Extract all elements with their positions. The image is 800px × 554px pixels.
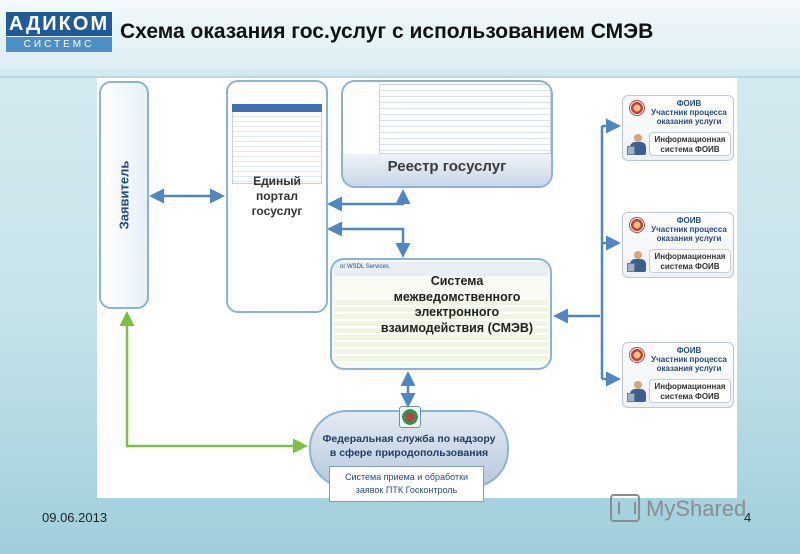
smev-screenshot-header-text: or WSDL Services — [340, 264, 389, 270]
portal-screenshot — [232, 106, 322, 184]
portal-screenshot-bar — [232, 104, 322, 112]
user-computer-icon — [627, 251, 647, 273]
smev-node: or WSDL Services Система межведомственно… — [330, 258, 552, 370]
federal-service-label: Федеральная служба по надзору в сфере пр… — [311, 432, 507, 460]
foiv-system: Информационная система ФОИВ — [649, 379, 731, 403]
foiv-system-line1: Информационная — [654, 135, 726, 144]
registry-node: Реестр госуслуг — [341, 80, 553, 188]
smev-label: Система межведомственного электронного в… — [362, 274, 550, 336]
foiv-node-1: ФОИВ Участник процесса оказания услуги И… — [622, 95, 734, 161]
smev-label-line2: межведомственного — [393, 289, 521, 304]
registry-label: Реестр госуслуг — [387, 158, 507, 175]
user-computer-icon — [627, 134, 647, 156]
foiv-system: Информационная система ФОИВ — [649, 249, 731, 273]
page-number: 4 — [744, 510, 752, 525]
emblem-icon — [629, 347, 645, 363]
ptk-system-node: Система приема и обработки заявок ПТК Го… — [329, 466, 484, 502]
federal-service-line1: Федеральная служба по надзору — [322, 433, 496, 445]
foiv-title-line2: Участник процесса — [651, 225, 727, 234]
smev-screenshot-rows — [334, 300, 548, 362]
foiv-system-line2: система ФОИВ — [660, 145, 720, 154]
smev-label-line3: электронного — [414, 305, 500, 319]
foiv-title-line1: ФОИВ — [676, 216, 702, 225]
watermark: MyShared — [606, 492, 766, 526]
arrow-federal-applicant — [119, 311, 308, 454]
presentation-icon — [610, 494, 640, 522]
federal-service-line2: в сфере природопользования — [329, 447, 489, 459]
foiv-system-line2: система ФОИВ — [660, 262, 720, 271]
logo-bottom-text: СИСТЕМС — [6, 37, 112, 52]
smev-screenshot-header: or WSDL Services — [334, 262, 548, 276]
foiv-node-3: ФОИВ Участник процесса оказания услуги И… — [622, 342, 734, 408]
applicant-node: Заявитель — [99, 81, 149, 309]
smev-label-line4: взаимодействия (СМЭВ) — [380, 320, 534, 335]
foiv-title: ФОИВ Участник процесса оказания услуги — [645, 346, 733, 373]
foiv-system-line2: система ФОИВ — [660, 392, 720, 401]
slide-title: Схема оказания гос.услуг с использование… — [120, 20, 654, 43]
foiv-node-2: ФОИВ Участник процесса оказания услуги И… — [622, 212, 734, 278]
ptk-system-line2: заявок ПТК Госконтроль — [355, 485, 458, 495]
foiv-title-line3: оказания услуги — [656, 364, 722, 373]
foiv-system-line1: Информационная — [654, 252, 726, 261]
foiv-system-line1: Информационная — [654, 382, 726, 391]
arrow-portal-smev — [327, 221, 411, 258]
foiv-title: ФОИВ Участник процесса оказания услуги — [645, 99, 733, 126]
foiv-title-line1: ФОИВ — [676, 346, 702, 355]
arrow-portal-registry — [327, 189, 411, 212]
ptk-system-line1: Система приема и обработки — [344, 472, 469, 482]
slide-date: 09.06.2013 — [42, 510, 108, 525]
foiv-title-line3: оказания услуги — [656, 234, 722, 243]
registry-screenshot — [379, 84, 551, 154]
logo-top-text: АДИКОМ — [6, 12, 112, 36]
foiv-title-line3: оказания услуги — [656, 117, 722, 126]
emblem-icon — [629, 100, 645, 116]
portal-label-line1: Единый — [253, 174, 301, 188]
smev-label-line1: Система — [430, 274, 484, 288]
foiv-title: ФОИВ Участник процесса оказания услуги — [645, 216, 733, 243]
portal-label-line2: портал — [256, 189, 298, 203]
foiv-title-line2: Участник процесса — [651, 355, 727, 364]
header-divider — [0, 76, 800, 78]
foiv-title-line2: Участник процесса — [651, 108, 727, 117]
header-bar — [0, 0, 800, 70]
portal-label-line3: госуслуг — [251, 204, 303, 218]
foiv-title-line1: ФОИВ — [676, 99, 702, 108]
foiv-system: Информационная система ФОИВ — [649, 132, 731, 156]
registry-label-band — [343, 154, 551, 186]
user-computer-icon — [627, 381, 647, 403]
emblem-icon — [629, 217, 645, 233]
watermark-text: MyShared — [646, 496, 747, 521]
company-logo: АДИКОМ СИСТЕМС — [6, 12, 112, 52]
portal-label: Единый портал госуслуг — [228, 174, 326, 219]
